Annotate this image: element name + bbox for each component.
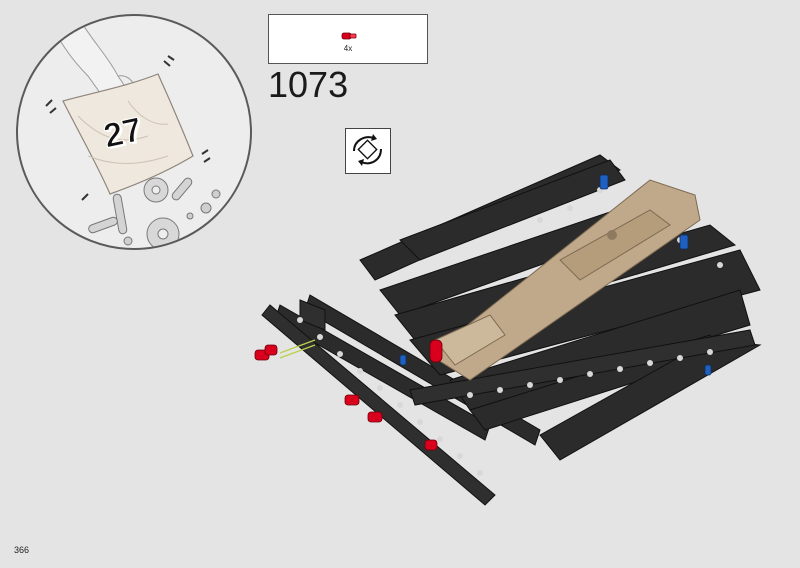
tan-panel [429, 179, 701, 381]
parts-callout-box: 4x [268, 14, 428, 64]
red-axle-pin-icon [341, 32, 357, 40]
rotate-model-icon [353, 134, 382, 166]
open-bag-illustration: 27 [16, 14, 252, 250]
blue-pins [399, 174, 712, 376]
bag-number-label: 27 [100, 110, 146, 156]
rotate-model-box [345, 128, 391, 174]
part-quantity: 4x [343, 44, 353, 53]
page-number: 366 [14, 545, 30, 555]
model-assembly-illustration [254, 154, 762, 506]
step-number: 1073 [268, 64, 349, 105]
tan-panel-hole [607, 230, 617, 240]
front-beams [261, 299, 756, 506]
red-pins [254, 339, 443, 451]
bag-hand-icon [45, 16, 221, 248]
insert-guide-lines [279, 339, 316, 359]
